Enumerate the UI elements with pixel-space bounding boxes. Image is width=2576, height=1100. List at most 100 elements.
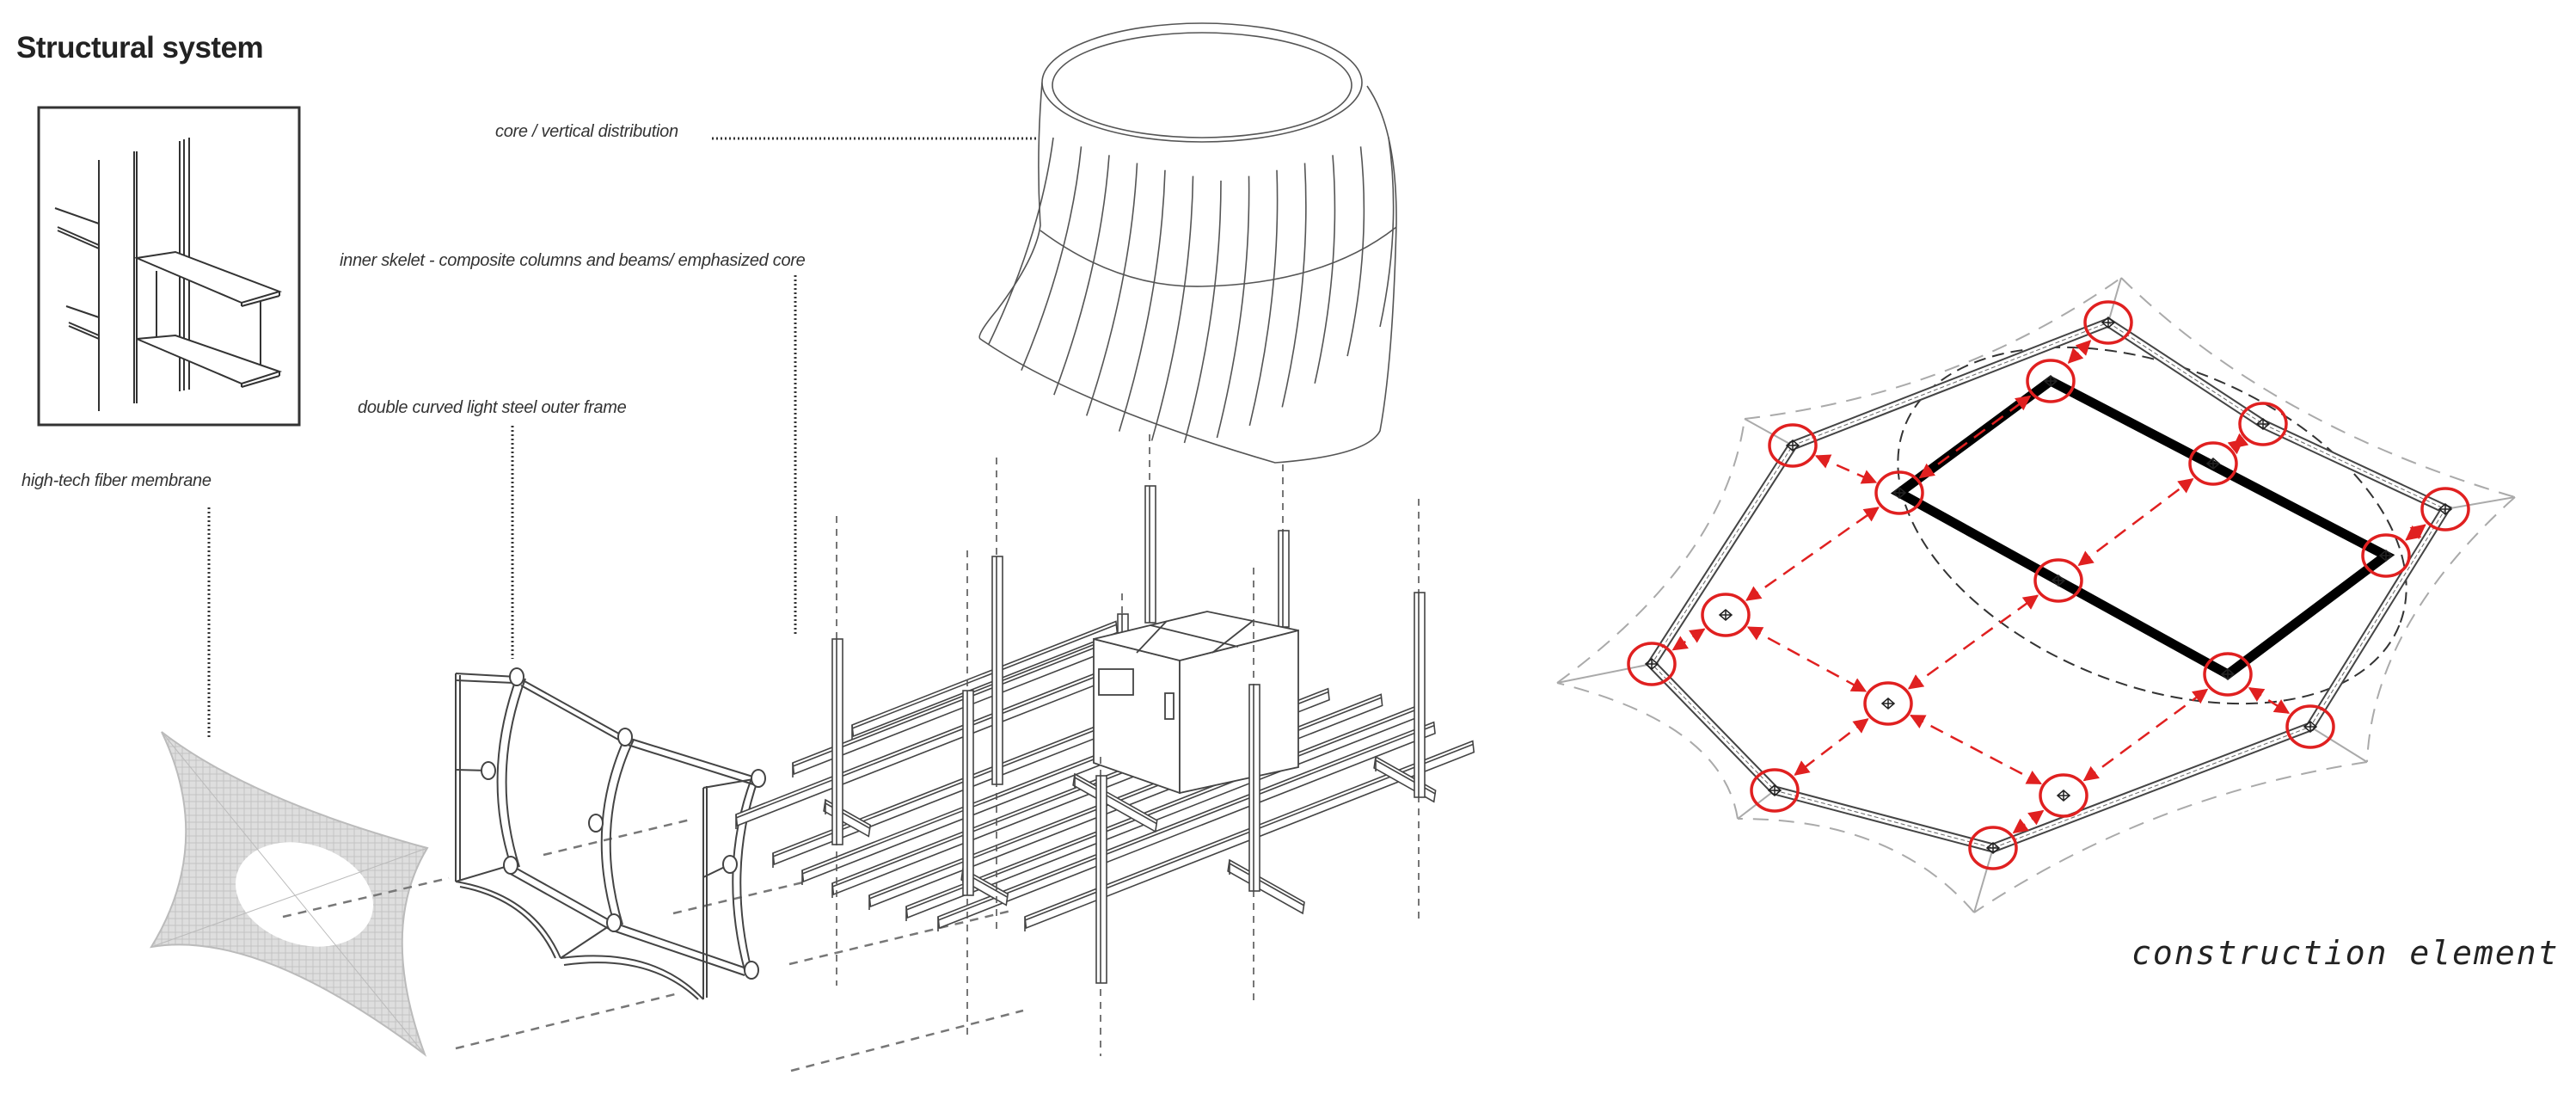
node-circle — [2083, 300, 2133, 345]
support-node — [2083, 300, 2133, 345]
beam-flange — [792, 633, 1129, 767]
load-arrow — [1746, 626, 1868, 692]
node-marker-icon — [1985, 842, 2001, 854]
beam-flange — [905, 708, 1419, 911]
node-marker-icon — [1718, 609, 1733, 621]
node-circle — [2039, 773, 2088, 818]
node-marker-icon — [2056, 790, 2071, 802]
membrane-corner-line — [2309, 726, 2368, 763]
node-circle — [1768, 423, 1818, 468]
core-rib — [1118, 169, 1166, 432]
node-marker-icon — [2255, 418, 2271, 430]
frame-joints — [481, 667, 766, 980]
node-circle — [1863, 681, 1913, 726]
membrane-edge — [1556, 418, 1745, 684]
membrane-edge — [1973, 761, 2368, 913]
beam-flange — [851, 624, 1117, 729]
load-arrow — [2227, 433, 2249, 455]
node-marker-icon — [2378, 550, 2394, 562]
node-marker-icon — [2101, 316, 2116, 329]
column-body — [1144, 485, 1156, 624]
core-rib — [1150, 175, 1194, 441]
node-circle — [2033, 558, 2083, 603]
node-circle — [2188, 441, 2238, 486]
core-cylinder — [978, 22, 1397, 464]
outer-steel-frame — [455, 667, 766, 1000]
membrane-corner-line — [1973, 847, 1994, 913]
load-arrow — [2405, 524, 2426, 541]
front-columns — [962, 499, 1426, 1056]
load-arrow — [2012, 809, 2045, 834]
node-marker-icon — [1767, 784, 1782, 796]
core-rib — [1281, 163, 1307, 408]
column-body — [1248, 684, 1260, 892]
beam-flange — [1375, 759, 1436, 795]
load-arrow — [1918, 395, 2032, 479]
leader-lines — [207, 137, 1040, 738]
load-arrow — [1671, 628, 1706, 651]
node-circle — [2026, 359, 2076, 403]
core-rib — [988, 137, 1054, 345]
beam-flange — [937, 724, 1434, 921]
support-node — [2026, 359, 2076, 403]
support-node — [1750, 768, 1800, 813]
membrane-edge — [2120, 277, 2516, 498]
load-arrow — [1794, 718, 1869, 776]
beam-flange — [1229, 863, 1305, 906]
label-membrane: high-tech fiber membrane — [21, 471, 212, 490]
core-box — [1093, 611, 1299, 795]
core-rib — [1021, 146, 1083, 371]
node-circle — [1750, 768, 1800, 813]
label-inner-skelet: inner skelet - composite columns and bea… — [340, 251, 806, 270]
support-node — [1874, 470, 1924, 515]
column-body — [1414, 592, 1426, 798]
node-marker-icon — [2043, 375, 2058, 387]
core-rib — [1248, 169, 1279, 427]
core-rib — [1314, 155, 1336, 384]
node-circle — [2285, 704, 2335, 749]
support-node — [1701, 593, 1751, 637]
core-rib — [1085, 163, 1138, 416]
node-marker-icon — [1892, 487, 1907, 499]
load-arrow — [1814, 454, 1878, 484]
column-body — [1278, 530, 1290, 628]
beam-flange — [1074, 777, 1158, 825]
projection-lines — [282, 818, 1024, 1072]
node-marker-icon — [2220, 668, 2236, 680]
fiber-membrane — [150, 731, 429, 1057]
support-node — [2238, 402, 2288, 446]
column-body — [831, 638, 843, 845]
membrane-edge — [1556, 682, 1739, 820]
steel-column — [1414, 592, 1426, 798]
load-arrow — [1907, 594, 2039, 690]
node-marker-icon — [2438, 503, 2453, 515]
support-node — [2361, 533, 2411, 578]
steel-column — [1095, 775, 1107, 984]
membrane-corner-line — [1744, 418, 1794, 446]
load-arrow — [2082, 688, 2209, 782]
steel-beam — [937, 721, 1436, 931]
cross-beam — [1227, 858, 1305, 915]
page-title: Structural system — [16, 31, 264, 65]
membrane-opening — [235, 842, 374, 947]
core-footprint-ellipse — [1897, 346, 2407, 705]
node-marker-icon — [2051, 575, 2066, 587]
inset-frame — [37, 106, 301, 427]
node-circle — [2420, 487, 2470, 532]
core-rib — [1346, 146, 1365, 357]
node-circle — [1701, 593, 1751, 637]
support-node — [2188, 441, 2238, 486]
membrane-corner-line — [1556, 663, 1653, 684]
node-circle — [1968, 826, 2018, 870]
beam-column-detail-inset — [37, 106, 301, 427]
core-ribs — [988, 137, 1395, 444]
support-nodes — [1627, 300, 2470, 870]
core-rectangle — [1890, 375, 2395, 680]
support-node — [1768, 423, 1818, 468]
column-body — [1095, 775, 1107, 984]
beam-flange — [735, 667, 1120, 819]
core-rib — [1053, 155, 1110, 396]
node-circle — [2203, 652, 2253, 697]
support-node — [2203, 652, 2253, 697]
